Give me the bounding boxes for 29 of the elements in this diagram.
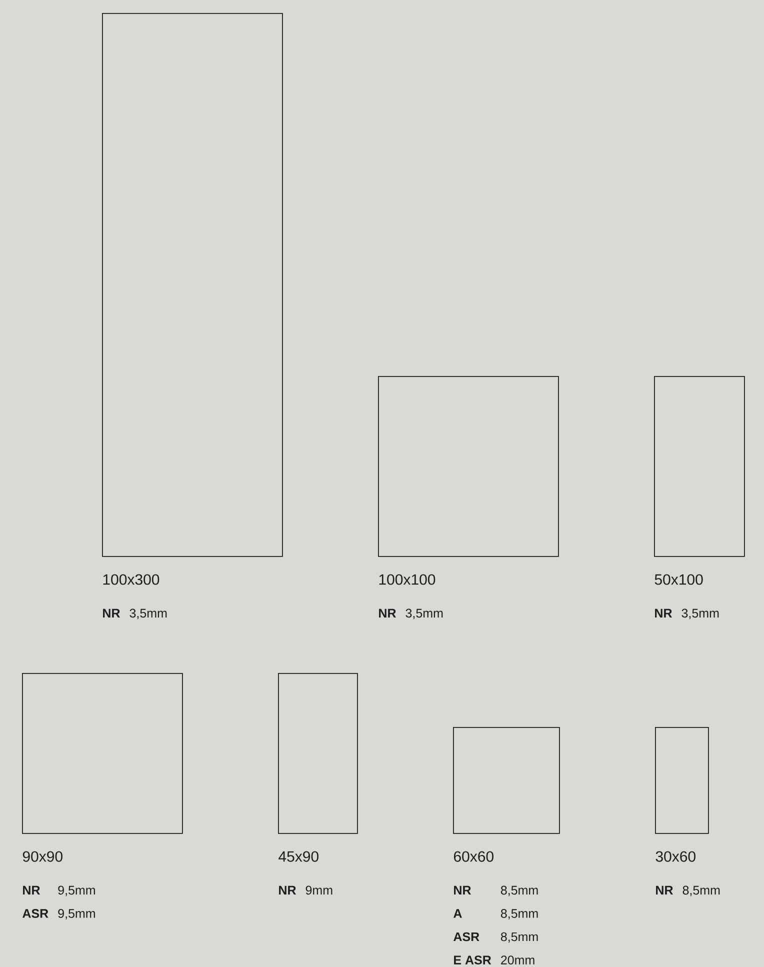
thickness-code: NR: [103, 608, 120, 618]
thickness-code: NR: [379, 608, 396, 618]
thickness-code: ASR: [454, 932, 480, 942]
thickness-value: 8,5mm: [500, 886, 538, 896]
thickness-value: 9mm: [306, 886, 332, 895]
thickness-value: 8,5mm: [500, 909, 538, 920]
size-label: 30x60: [656, 851, 696, 862]
thickness-value: 3,5mm: [130, 608, 167, 620]
size-label: 50x100: [654, 574, 703, 585]
thickness-value: 20mm: [501, 956, 534, 964]
size-label: 45x90: [278, 851, 318, 862]
thickness-code: NR: [656, 886, 673, 894]
size-label: 60x60: [454, 851, 494, 862]
size-label: 100x100: [379, 574, 436, 585]
size-label: 90x90: [22, 851, 62, 862]
thickness-value: 9,5mm: [58, 909, 95, 920]
thickness-value: 8,5mm: [500, 932, 538, 943]
thickness-code: NR: [655, 608, 672, 618]
thickness-code: NR: [279, 886, 296, 894]
thickness-code: A: [454, 909, 462, 918]
size-label: 100x300: [103, 574, 160, 585]
thickness-value: 3,5mm: [682, 608, 719, 620]
thickness-value: 8,5mm: [682, 886, 720, 896]
thickness-value: 9,5mm: [58, 886, 95, 896]
thickness-value: 3,5mm: [406, 608, 443, 620]
thickness-code: NR: [23, 886, 40, 894]
thickness-code: NR: [454, 886, 471, 894]
thickness-code: E ASR: [454, 956, 492, 964]
thickness-code: ASR: [22, 909, 48, 918]
